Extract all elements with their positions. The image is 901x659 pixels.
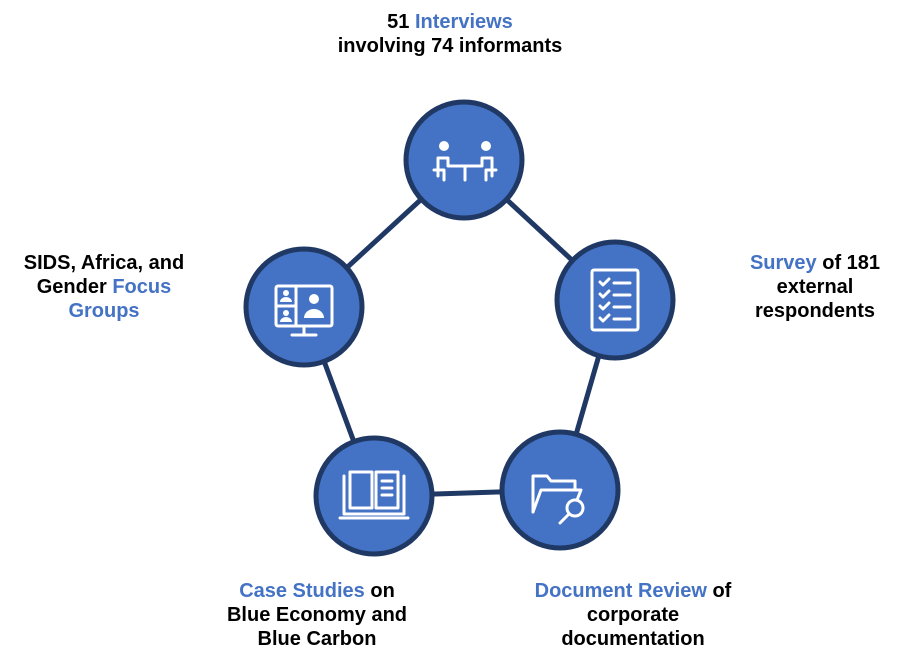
case-studies-title: Case Studies: [239, 580, 365, 602]
survey-detail-line2: external: [776, 276, 854, 298]
interviews-count: 51: [387, 11, 415, 33]
focus-groups-label: SIDS, Africa, and Gender Focus Groups: [4, 251, 204, 323]
document-review-detail-line2: corporate: [586, 604, 680, 626]
node-interviews-circle: [403, 99, 525, 221]
survey-label: Survey of 181 external respondents: [740, 251, 890, 323]
interviews-label: 51 Interviews involving 74 informants: [330, 10, 570, 58]
focus-groups-line1: SIDS, Africa, and: [23, 252, 185, 274]
node-focus-groups: [243, 246, 365, 368]
checklist-icon: [590, 268, 640, 332]
focus-groups-title-groups: Groups: [68, 300, 140, 322]
video-conference-icon: [274, 284, 334, 337]
node-interviews: [403, 99, 525, 221]
focus-groups-title-focus: Focus: [112, 276, 172, 298]
survey-title: Survey: [749, 252, 817, 274]
case-studies-label: Case Studies on Blue Economy and Blue Ca…: [202, 579, 432, 651]
node-focus-groups-circle: [243, 246, 365, 368]
case-studies-detail-line2: Blue Economy and: [226, 604, 408, 626]
survey-count: of 181: [816, 252, 881, 274]
open-book-icon: [338, 470, 410, 520]
node-survey: [554, 239, 676, 361]
interview-meeting-icon: [432, 141, 498, 182]
node-document-review: [499, 429, 621, 551]
node-survey-circle: [554, 239, 676, 361]
node-case-studies-circle: [313, 435, 435, 557]
survey-detail-line3: respondents: [754, 300, 876, 322]
interviews-detail: involving 74 informants: [337, 35, 563, 57]
document-review-label: Document Review of corporate documentati…: [508, 579, 758, 651]
document-review-detail-line3: documentation: [561, 628, 705, 650]
focus-groups-gender: Gender: [36, 276, 113, 298]
case-studies-detail-line3: Blue Carbon: [257, 628, 377, 650]
case-studies-on: on: [364, 580, 395, 602]
folder-search-icon: [531, 474, 585, 525]
document-review-of: of: [706, 580, 732, 602]
node-case-studies: [313, 435, 435, 557]
interviews-title: Interviews: [414, 11, 513, 33]
document-review-title: Document Review: [534, 580, 707, 602]
